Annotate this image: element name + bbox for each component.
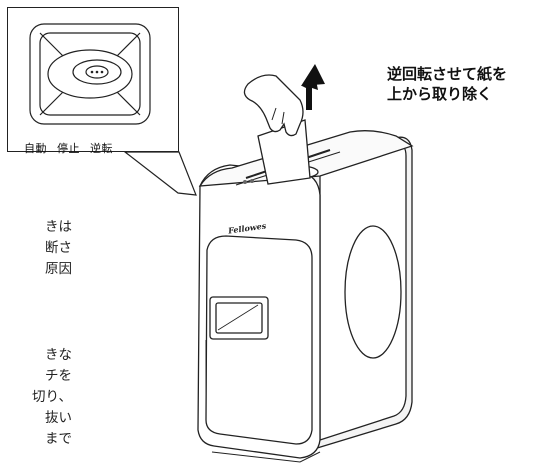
side-text-line: 原因: [45, 261, 72, 277]
side-text-line: 断さ: [45, 240, 72, 256]
instruction-text: 逆回転させて紙を 上から取り除く: [387, 64, 507, 104]
shredder-icon: [197, 130, 414, 463]
instruction-line-1: 逆回転させて紙を: [387, 65, 508, 83]
stop-label: 停止: [57, 142, 80, 155]
switch-labels: 自動 停止 逆転: [24, 140, 164, 156]
reverse-label: 逆転: [90, 142, 113, 155]
switch-overlay: [29, 23, 151, 125]
callout-pointer: [123, 151, 197, 196]
hand-icon: [243, 74, 304, 137]
side-text-line: 切り、: [32, 389, 72, 405]
up-arrow-icon: [301, 64, 325, 110]
side-text-line: 抜い: [45, 410, 72, 426]
side-text-line: まで: [45, 431, 72, 447]
auto-label: 自動: [24, 142, 47, 155]
side-text-block-2: きな チを 切り、 抜い まで: [0, 345, 72, 450]
side-text-block-1: きは 断さ 原因: [0, 217, 72, 280]
side-text-line: きな: [45, 347, 72, 363]
paper-sheet-icon: [257, 119, 311, 185]
side-text-line: きは: [45, 219, 72, 235]
instruction-line-2: 上から取り除く: [387, 85, 493, 103]
side-text-line: チを: [45, 368, 72, 384]
